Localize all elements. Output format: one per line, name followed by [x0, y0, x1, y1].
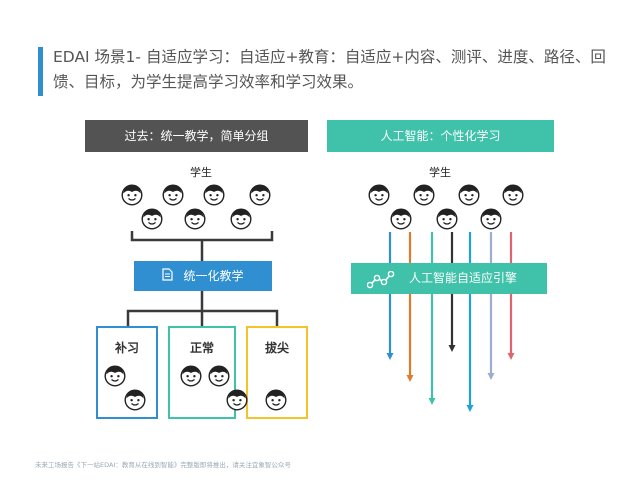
learning-path-arrowhead	[428, 398, 436, 405]
student-icon	[124, 389, 146, 411]
student-icon	[413, 184, 435, 206]
student-icon	[203, 184, 225, 206]
student-icon	[390, 208, 412, 230]
student-icon	[265, 389, 287, 411]
group-label-advanced: 拔尖	[264, 341, 289, 355]
group-label-normal: 正常	[189, 341, 214, 355]
learning-path-arrowhead	[507, 353, 515, 360]
footer-note: 未来工场报告《下一站EDAI：教育从在线到智能》完整版即将推出，请关注宜象智公众…	[35, 461, 291, 469]
student-icon	[458, 184, 480, 206]
student-icon	[249, 184, 271, 206]
learning-path-arrowhead	[406, 375, 414, 382]
learning-path-arrowhead	[466, 405, 474, 412]
learning-paths	[386, 232, 515, 412]
student-icon	[436, 208, 458, 230]
student-icon	[226, 389, 248, 411]
student-icon	[121, 184, 143, 206]
right-panel-header: 人工智能：个性化学习	[327, 120, 554, 152]
student-icon	[368, 184, 390, 206]
left-panel-header: 过去：统一教学，简单分组	[85, 120, 308, 152]
learning-path-arrowhead	[386, 353, 394, 360]
student-icon	[480, 208, 502, 230]
student-icon	[502, 184, 524, 206]
network-icon	[366, 270, 395, 301]
right-students-label: 学生	[429, 166, 451, 179]
title-accent-bar	[38, 47, 43, 96]
left-students-label: 学生	[190, 166, 212, 179]
student-icon	[162, 184, 184, 206]
student-icon	[208, 365, 230, 387]
student-icon	[141, 208, 163, 230]
student-icon	[180, 365, 202, 387]
unified-teaching-label: 统一化教学	[183, 269, 244, 283]
group-label-remedial: 补习	[114, 341, 139, 355]
student-icon	[230, 208, 252, 230]
page-title: EDAI 场景1- 自适应学习：自适应+教育：自适应+内容、测评、进度、路径、回…	[53, 48, 606, 91]
document-icon	[162, 262, 174, 292]
ai-engine-box: 人工智能自适应引擎	[351, 263, 547, 294]
unified-teaching-box: 统一化教学	[134, 261, 272, 291]
student-icon	[104, 365, 126, 387]
student-icon	[184, 208, 206, 230]
learning-path-arrowhead	[487, 373, 495, 380]
learning-path-arrowhead	[448, 345, 456, 352]
ai-engine-label: 人工智能自适应引擎	[409, 271, 518, 285]
